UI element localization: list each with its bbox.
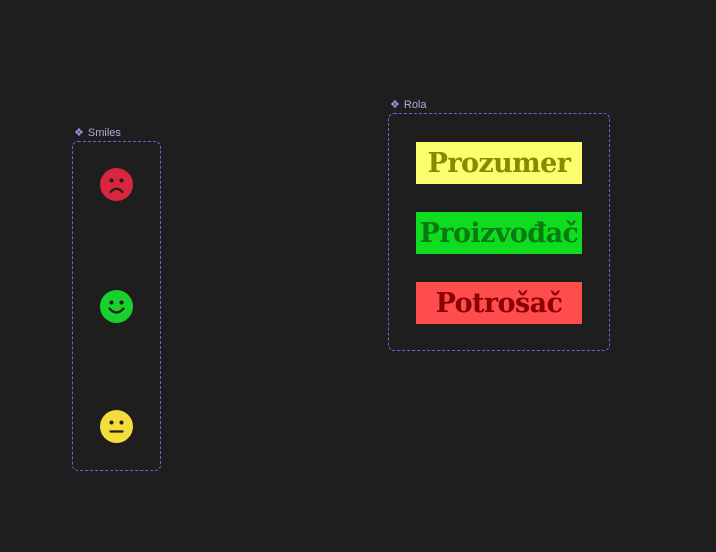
rola-variant-frame[interactable] (388, 113, 610, 351)
rola-component-label[interactable]: ❖ Rola (390, 98, 427, 112)
component-set-icon: ❖ (74, 126, 84, 139)
component-set-icon: ❖ (390, 98, 400, 111)
smiles-variant-frame[interactable] (72, 141, 161, 471)
neutral-face-icon[interactable] (100, 410, 133, 443)
smiles-component-label[interactable]: ❖ Smiles (74, 126, 121, 140)
rola-label-text: Rola (403, 99, 427, 111)
smiles-label-text: Smiles (87, 127, 121, 139)
role-tag-potrosac[interactable]: Potrošač (416, 282, 582, 324)
happy-face-icon[interactable] (100, 290, 133, 323)
sad-face-icon[interactable] (100, 168, 133, 201)
role-tag-proizvodjac[interactable]: Proizvođač (416, 212, 582, 254)
role-tag-prozumer[interactable]: Prozumer (416, 142, 582, 184)
